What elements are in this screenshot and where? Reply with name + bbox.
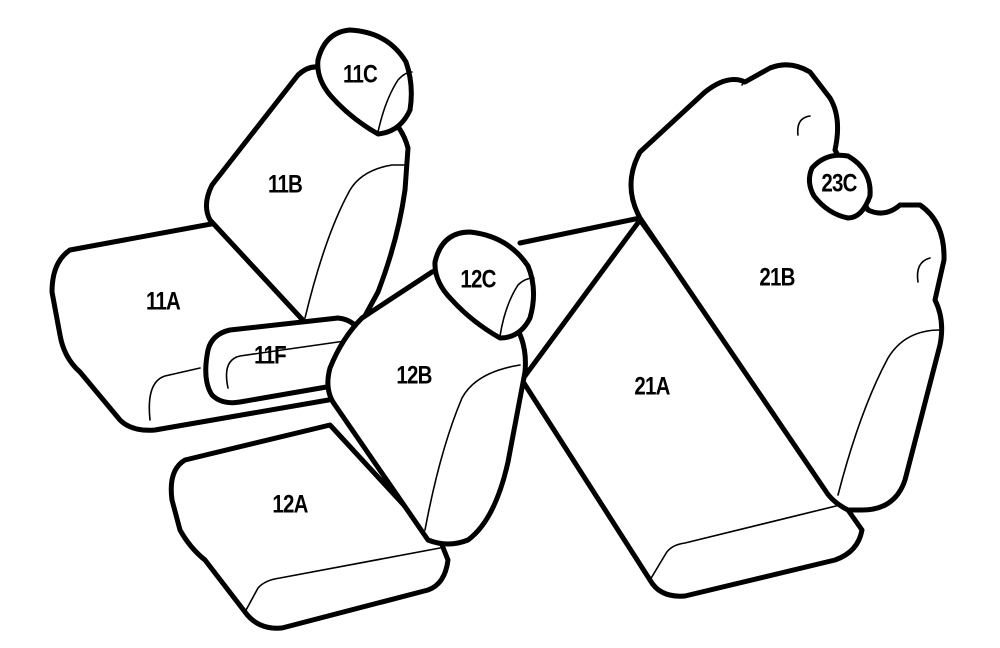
label-11B: 11B bbox=[267, 170, 303, 199]
seat-12C-seam bbox=[499, 277, 535, 337]
seat-23C-headrest bbox=[806, 152, 873, 221]
label-12A: 12A bbox=[272, 490, 308, 519]
seat-12C-headrest bbox=[432, 229, 536, 341]
label-21A: 21A bbox=[634, 372, 670, 401]
label-11F: 11F bbox=[254, 341, 287, 370]
seat-21A-seam bbox=[649, 504, 841, 581]
seat-21B-hook-2 bbox=[916, 257, 931, 283]
label-12C: 12C bbox=[460, 265, 496, 294]
seat-12A-seam bbox=[244, 547, 441, 613]
seat-21A-cushion bbox=[519, 217, 865, 599]
seat-11A-seam bbox=[148, 367, 201, 421]
seat-11F-seam bbox=[225, 339, 353, 389]
seat-11C-seam bbox=[377, 71, 413, 133]
seat-21B-backrest bbox=[628, 62, 947, 513]
seat-11B-side-bolster-seam bbox=[304, 164, 406, 319]
seat-12B-side-bolster-seam bbox=[424, 364, 521, 531]
seat-21B-side-bolster-seam bbox=[837, 329, 941, 496]
seat-21B-hook-3 bbox=[741, 77, 753, 86]
label-11A: 11A bbox=[145, 287, 181, 316]
label-23C: 23C bbox=[821, 169, 857, 198]
label-12B: 12B bbox=[396, 361, 432, 390]
rear-backrest-top-edge bbox=[517, 215, 643, 246]
label-11C: 11C bbox=[342, 60, 378, 89]
seat-21B-hook-1 bbox=[796, 115, 811, 136]
label-21B: 21B bbox=[759, 263, 795, 292]
seat-11C-headrest bbox=[315, 27, 414, 137]
seat-12A-cushion bbox=[168, 422, 451, 631]
